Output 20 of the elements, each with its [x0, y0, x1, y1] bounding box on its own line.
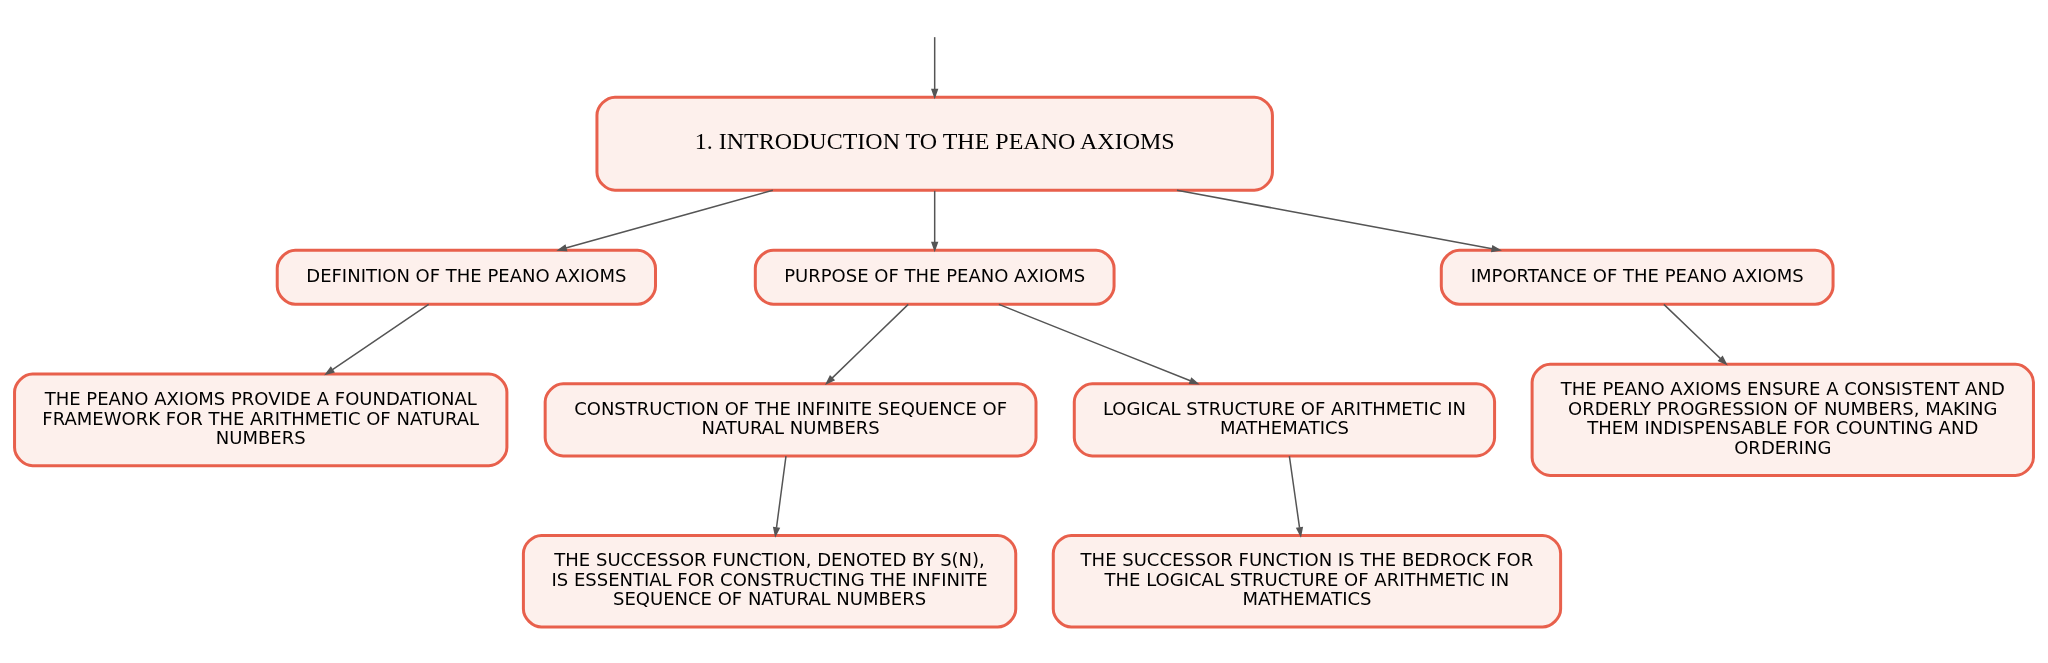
node-box: THE PEANO AXIOMS ENSURE A CONSISTENT AND ORDERLY PROGRESSION OF NUMBERS, MAKING THEM INDISPENSABLE FOR COUNTING AND ORDERING [1530, 362, 2035, 477]
arrow [998, 303, 1200, 385]
arrow [324, 303, 430, 376]
arrow [1176, 189, 1502, 253]
node-box: THE SUCCESSOR FUNCTION IS THE BEDROCK FOR THE LOGICAL STRUCTURE OF ARITHMETIC IN MATHEMATICS [1051, 533, 1563, 629]
arrow [1663, 303, 1728, 366]
node-box: CONSTRUCTION OF THE INFINITE SEQUENCE OF NATURAL NUMBERS [543, 382, 1038, 458]
arrow [556, 189, 774, 252]
node-box: THE PEANO AXIOMS PROVIDE A FOUNDATIONAL FRAMEWORK FOR THE ARITHMETIC OF NATURAL NUMBERS [13, 372, 509, 468]
arrow [931, 190, 939, 253]
arrow [1288, 455, 1304, 538]
arrow [824, 303, 909, 386]
node-box: 1. INTRODUCTION TO THE PEANO AXIOMS [595, 95, 1274, 192]
node-box: IMPORTANCE OF THE PEANO AXIOMS [1439, 248, 1835, 306]
arrow [931, 36, 939, 100]
node-box: LOGICAL STRUCTURE OF ARITHMETIC IN MATHEMATICS [1072, 382, 1497, 458]
node-box: PURPOSE OF THE PEANO AXIOMS [753, 248, 1116, 306]
arrow [772, 455, 787, 538]
node-box: DEFINITION OF THE PEANO AXIOMS [275, 248, 657, 306]
node-box: THE SUCCESSOR FUNCTION, DENOTED BY S(N), IS ESSENTIAL FOR CONSTRUCTING THE INFINITE SEQUENCE OF NATURAL NUMBERS [521, 533, 1018, 629]
